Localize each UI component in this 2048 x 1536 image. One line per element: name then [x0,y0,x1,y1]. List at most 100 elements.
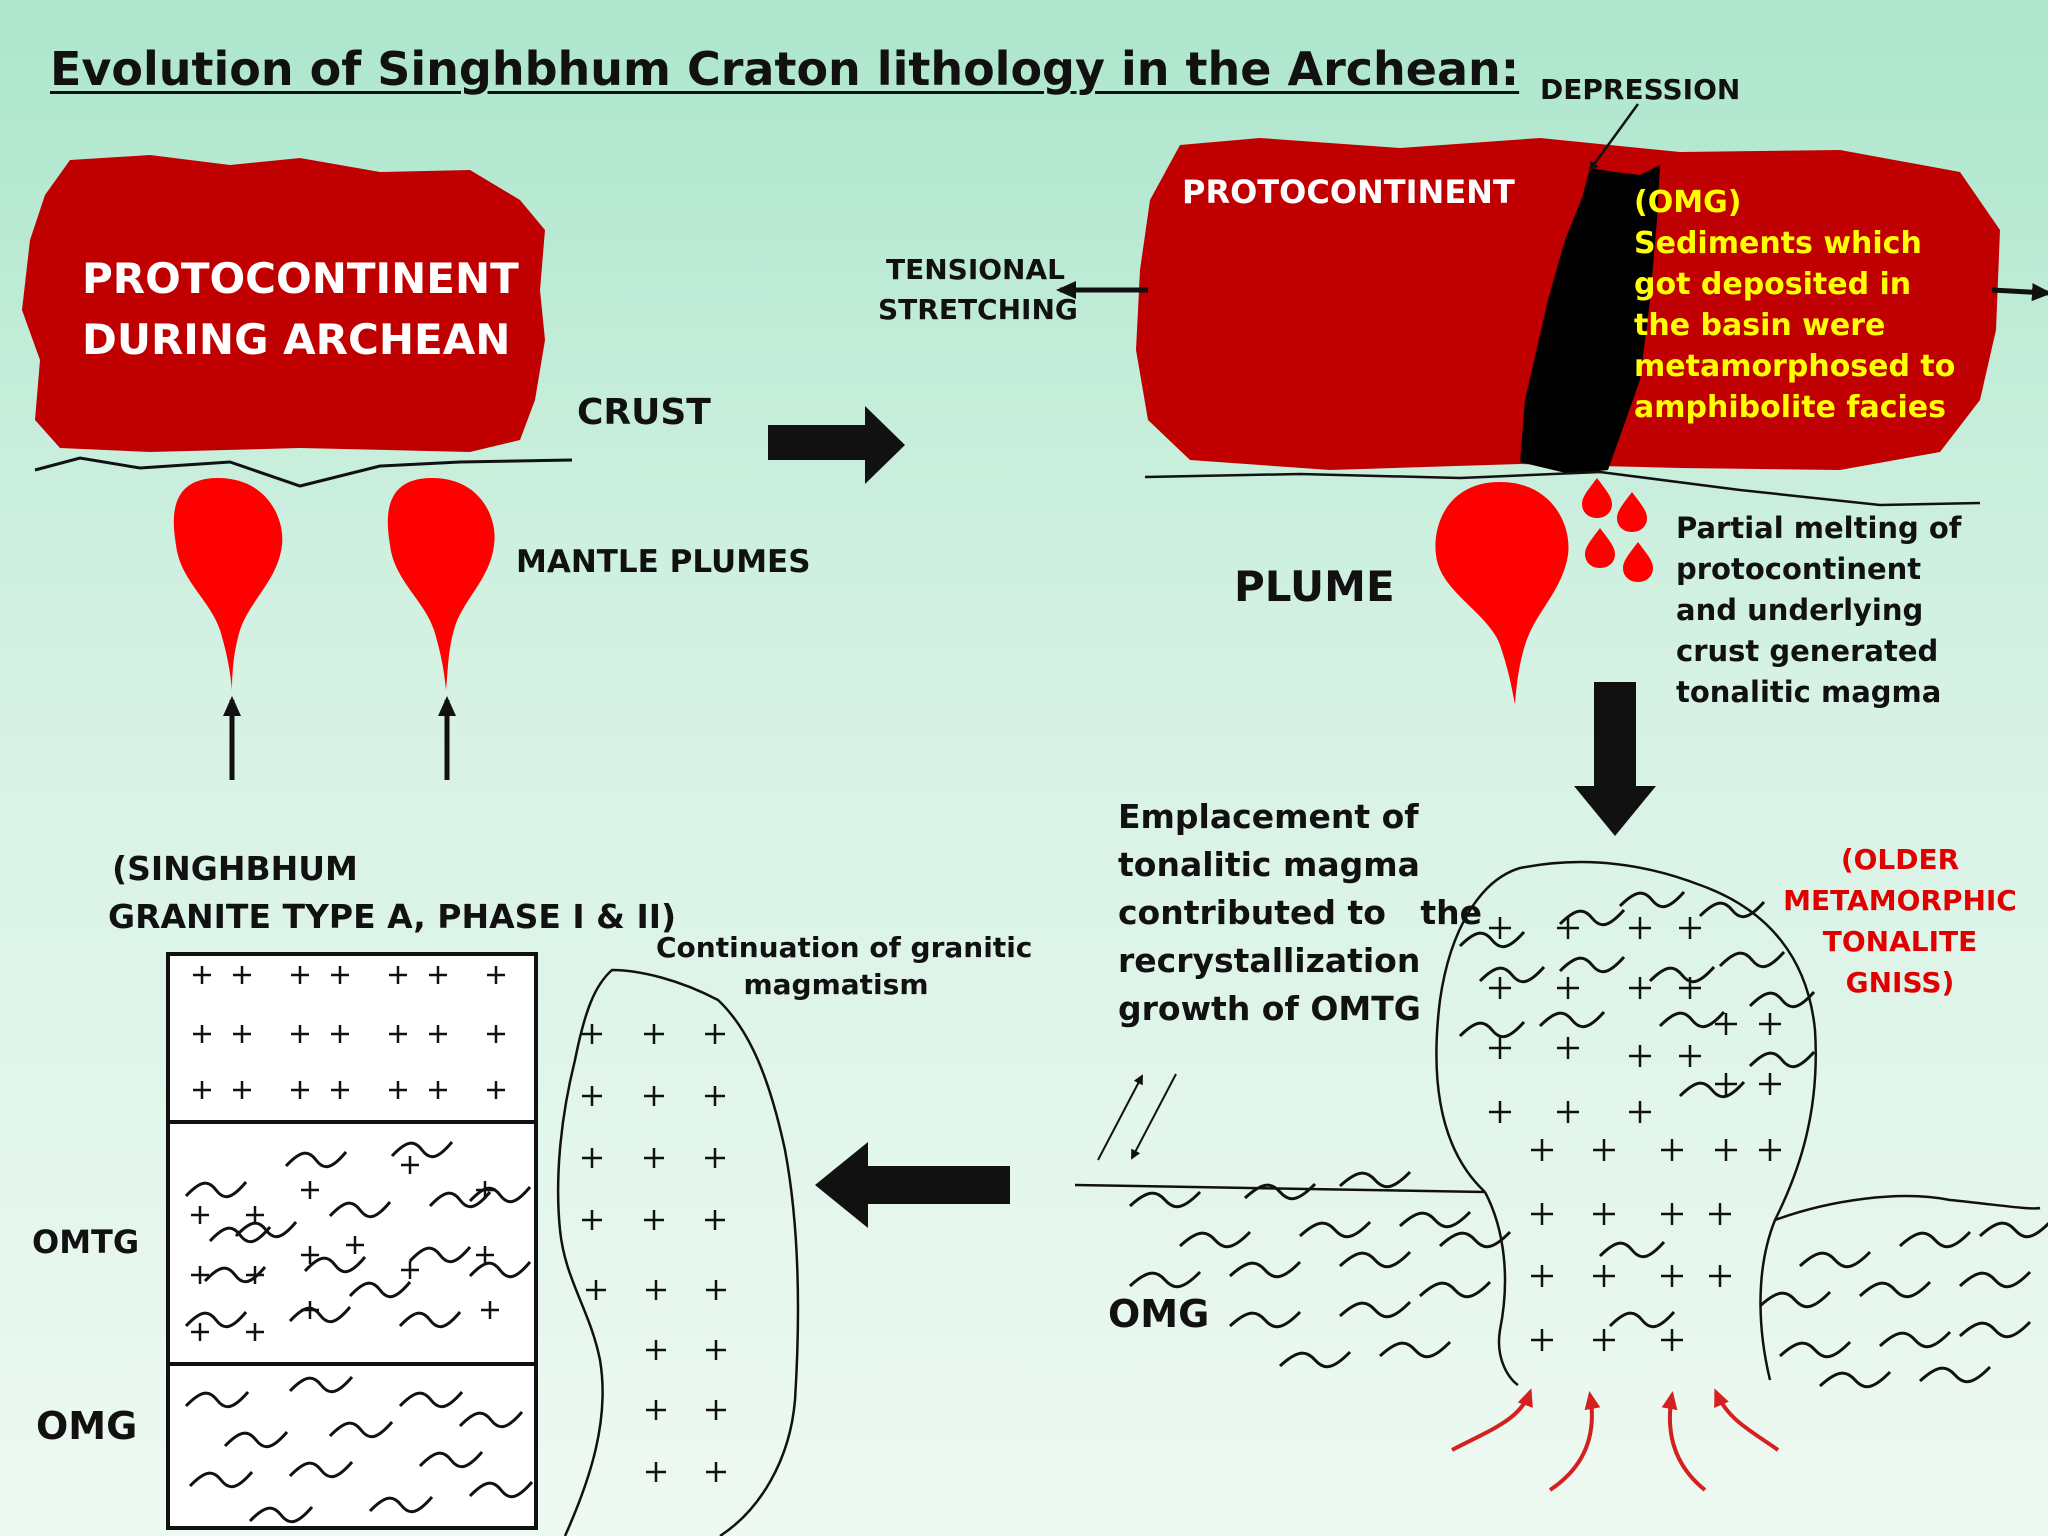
melting-note-line: Partial melting of [1676,511,1962,545]
granite-plus-mark [331,1025,349,1043]
granite-plus-mark [291,966,309,984]
granite-plus-mark [1661,1265,1683,1287]
foliation-mark [468,1261,532,1279]
foliation-mark [1718,951,1786,969]
melt-droplets [1582,478,1653,582]
stage-arrow-down [1574,682,1656,836]
granite-label-1: (SINGHBHUM [112,849,358,888]
granite-plus-mark [1679,1045,1701,1067]
granite-plus-mark [1593,1139,1615,1161]
granite-plus-mark [646,1340,666,1360]
panel-3 [1074,860,2041,1492]
granite-plus-mark [1709,1265,1731,1287]
magma-arrow [1451,1388,1533,1452]
magma-arrow [1661,1391,1707,1492]
intrusion-outline [1435,860,1817,1381]
foliation-mark [303,1256,367,1274]
foliation-mark [1858,1280,1932,1299]
panel-4 [166,952,800,1536]
foliation-mark [248,1506,314,1524]
foliation-mark [284,1151,348,1169]
granite-plus-mark [233,1081,251,1099]
foliation-mark [1338,1170,1412,1189]
magma-arrow [1714,1388,1780,1452]
granite-plus-mark [429,966,447,984]
granite-plus-mark [246,1323,264,1341]
granite-plus-mark [487,1025,505,1043]
granite-plus-mark [1661,1329,1683,1351]
tensional-label: TENSIONAL [886,253,1065,286]
older-note-line: TONALITE [1822,925,1978,958]
granite-plus-mark [1661,1139,1683,1161]
granite-plus-mark [582,1210,602,1230]
emplacement-note-line: tonalitic magma [1118,845,1420,884]
omtg-label: OMTG [32,1223,140,1261]
foliation-mark [1378,1340,1452,1359]
mantle-plumes-label: MANTLE PLUMES [516,544,811,580]
foliation-mark [458,1411,524,1429]
granite-plus-mark [706,1400,726,1420]
granite-plus-mark [1715,1139,1737,1161]
foliation-mark [1478,966,1546,984]
granite-plus-mark [644,1086,664,1106]
foliation-mark [184,1311,248,1329]
melt-droplet [1585,528,1615,568]
foliation-mark [1128,1190,1202,1209]
granite-plus-mark [1557,1037,1579,1059]
foliation-mark [1648,966,1716,984]
granite-plus-mark [487,966,505,984]
emplacement-note-line: growth of OMTG [1118,989,1421,1028]
granite-plus-mark [1679,917,1701,939]
granite-plus-mark [1531,1265,1553,1287]
granite-plus-mark [706,1462,726,1482]
melt-droplet [1623,542,1653,582]
foliation-mark [1458,1021,1526,1039]
plume-shape [1435,482,1569,705]
omg-note-line: the basin were [1634,308,1886,343]
granite-label-2: GRANITE TYPE A, PHASE I & II) [108,897,677,936]
granite-plus-mark [582,1148,602,1168]
granite-plus-mark [1759,1013,1781,1035]
foliation-mark [1558,909,1626,927]
crust-label: CRUST [577,392,711,433]
granite-plus-mark [331,966,349,984]
granite-plus-mark [246,1266,264,1284]
foliation-mark [1243,1182,1317,1201]
granite-plus-mark [429,1025,447,1043]
granite-plus-mark [1489,1037,1511,1059]
omg-note-line: amphibolite facies [1634,390,1946,425]
right-host-outline [1774,1194,2041,1222]
granite-plus-mark [644,1024,664,1044]
foliation-mark [1438,1230,1512,1249]
foliation-mark [1228,1310,1302,1329]
column-section-omg [166,1362,538,1530]
granite-plus-mark [389,1081,407,1099]
granite-body-outline [556,968,800,1536]
foliation-mark [468,1481,534,1499]
continuation-label-1: Continuation of granitic [656,931,1033,964]
stage-arrow-left [815,1142,1010,1228]
protocontinent-label-2: DURING ARCHEAN [82,315,511,364]
protocontinent-label-3: PROTOCONTINENT [1182,173,1515,211]
foliation-mark [1598,1241,1666,1259]
column-section-granite [166,952,538,1124]
foliation-mark [1748,991,1816,1009]
granite-plus-mark [301,1181,319,1199]
foliation-mark [288,1461,354,1479]
foliation-mark [1958,1270,2032,1289]
mantle-plume-1 [173,478,283,690]
foliation-mark [223,1431,289,1449]
plume-label: PLUME [1234,562,1395,611]
granite-plus-mark [1629,1045,1651,1067]
melting-note-line: crust generated [1676,634,1939,668]
foliation-mark [1278,1350,1352,1369]
foliation-mark [1798,1250,1872,1269]
granite-plus-mark [1593,1329,1615,1351]
melt-droplet [1582,478,1612,518]
granite-plus-mark [191,1323,209,1341]
granite-plus-mark [1489,1101,1511,1123]
granite-plus-mark [1531,1139,1553,1161]
foliation-mark [1778,1340,1852,1359]
foliation-mark [1978,1221,2048,1239]
older-note-line: (OLDER [1840,843,1960,876]
